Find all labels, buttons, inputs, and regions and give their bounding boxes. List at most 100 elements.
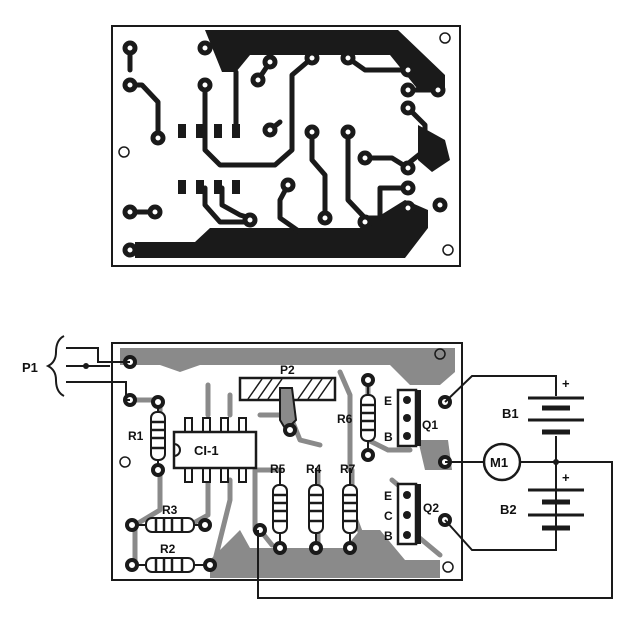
p1-label: P1: [22, 360, 38, 375]
pad: [304, 50, 320, 66]
copper-board-outline: [111, 25, 461, 267]
pad: [361, 448, 375, 462]
pot-hatch: [257, 378, 273, 400]
wire: [66, 347, 130, 363]
pad: [283, 423, 297, 437]
trace: [277, 182, 303, 235]
pad: [343, 541, 357, 555]
ic-pad: [232, 180, 240, 194]
trace-shadow: [252, 467, 283, 533]
pad: [197, 77, 213, 93]
resistor-r3: R3: [132, 503, 205, 533]
motor-label: M1: [490, 455, 508, 470]
transistor-pin-label: B: [384, 430, 393, 444]
trace-shadow: [212, 477, 233, 563]
resistor-label: R6: [337, 412, 353, 426]
battery-b2: [528, 488, 584, 531]
resistor-body: [272, 484, 288, 534]
pad: [122, 204, 138, 220]
pad: [198, 518, 212, 532]
pad: [317, 210, 333, 226]
ic-notch: [173, 443, 181, 457]
pad: [262, 54, 278, 70]
wire: [444, 375, 557, 403]
pad: [125, 558, 139, 572]
copper-area-bottom: [135, 200, 428, 258]
pad: [151, 395, 165, 409]
resistor-body: [360, 394, 376, 442]
pad: [122, 77, 138, 93]
pad: [400, 82, 416, 98]
pot-hatch: [317, 378, 333, 400]
battery-plus: +: [562, 470, 570, 485]
pad: [250, 72, 266, 88]
ic-pad: [178, 180, 186, 194]
pad: [357, 150, 373, 166]
resistor-r4: R4: [306, 462, 324, 548]
resistor-r1: R1: [128, 402, 166, 470]
mounting-hole: [442, 561, 454, 573]
pad: [400, 180, 416, 196]
ic-pad: [196, 180, 204, 194]
pad: [309, 541, 323, 555]
battery-label: B2: [500, 502, 517, 517]
copper-shadow: [210, 530, 440, 578]
copper-area-top: [205, 30, 445, 92]
resistor-label: R3: [162, 503, 178, 517]
transistor-pin: [403, 396, 411, 404]
pad: [147, 204, 163, 220]
pad: [262, 122, 278, 138]
pad: [151, 463, 165, 477]
transistor-pin-label: C: [384, 509, 393, 523]
pad: [430, 82, 446, 98]
pad: [340, 50, 356, 66]
ic-pad: [178, 124, 186, 138]
trace: [127, 82, 161, 141]
junction: [83, 363, 89, 369]
mounting-hole: [442, 244, 454, 256]
pad: [400, 100, 416, 116]
pot-hatch: [297, 378, 313, 400]
trace-shadow: [132, 467, 163, 568]
junction: [553, 459, 559, 465]
resistor-label: R4: [306, 462, 322, 476]
resistor-label: R1: [128, 429, 144, 443]
ic-body: [172, 430, 258, 470]
battery-plus: +: [562, 376, 570, 391]
trace: [202, 55, 315, 168]
pad: [432, 197, 448, 213]
mounting-hole: [119, 456, 131, 468]
transistor-pin: [403, 432, 411, 440]
transistor-pin-label: E: [384, 489, 392, 503]
trace: [405, 105, 428, 165]
transistor-pin: [403, 414, 411, 422]
component-layout: CI-1 P2 R1 R3: [22, 335, 613, 599]
ic-pad: [232, 124, 240, 138]
pad: [304, 124, 320, 140]
transistor-tab: [416, 390, 421, 446]
resistor-label: R5: [270, 462, 286, 476]
transistor-tab: [416, 484, 421, 544]
pot-hatch: [247, 378, 263, 400]
wire: [444, 519, 557, 551]
battery-label: B1: [502, 406, 519, 421]
bracket: [45, 335, 65, 397]
pad: [253, 523, 267, 537]
trace: [377, 185, 411, 221]
pad: [125, 518, 139, 532]
pad: [357, 214, 373, 230]
pad: [361, 373, 375, 387]
potentiometer-p2: P2: [238, 363, 337, 432]
copper-shadow: [120, 348, 455, 385]
transistor-pin: [403, 491, 411, 499]
wire: [257, 461, 613, 599]
wire: [66, 381, 130, 401]
resistor-r7: R7: [340, 462, 358, 548]
resistor-r6: R6: [337, 380, 376, 455]
trace-shadow: [337, 369, 353, 473]
pot-hatch: [307, 378, 323, 400]
pad: [400, 160, 416, 176]
transistor-label: Q1: [422, 418, 438, 432]
transistor-pin-label: E: [384, 394, 392, 408]
